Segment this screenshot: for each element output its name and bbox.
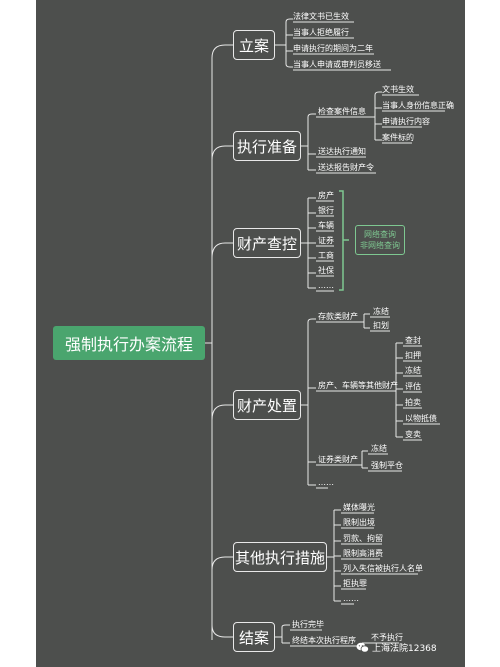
other-item: 限制高消费 — [343, 549, 383, 558]
prep-item: 送达报告财产令 — [318, 163, 374, 172]
dispose-securities-item: 强制平仓 — [371, 461, 403, 470]
lian-item: 法律文书已生效 — [293, 12, 349, 21]
other-item: 拒执罪 — [343, 579, 367, 588]
prep-check-item: 当事人身份信息正确 — [382, 101, 454, 110]
dispose-realty-item: 扣押 — [405, 351, 421, 360]
root-node: 强制执行办案流程 — [53, 326, 205, 360]
connector-lines — [205, 18, 445, 647]
branch-dispose: 财产处置 — [233, 390, 301, 420]
query-item: 社保 — [318, 266, 334, 275]
dispose-deposit-label: 存款类财产 — [318, 312, 358, 321]
mindmap-canvas: 强制执行办案流程 立案 执行准备 财产查控 财产处置 其他执行措施 结案 法律文… — [36, 0, 465, 667]
dispose-deposit-item: 扣划 — [373, 321, 389, 330]
other-item: 罚款、拘留 — [343, 534, 383, 543]
dispose-realty-item: 拍卖 — [405, 398, 421, 407]
watermark: 上海法院12368 — [356, 641, 437, 654]
branch-query: 财产查控 — [233, 228, 301, 258]
watermark-text: 上海法院12368 — [372, 644, 437, 654]
prep-check-item: 文书生效 — [382, 85, 414, 94]
other-item: 媒体曝光 — [343, 503, 375, 512]
prep-check-label: 检查案件信息 — [318, 107, 366, 116]
lian-item: 当事人拒绝履行 — [293, 28, 349, 37]
dispose-realty-item: 评估 — [405, 382, 421, 391]
prep-check-item: 申请执行内容 — [382, 117, 430, 126]
dispose-realty-item: 查封 — [405, 336, 421, 345]
query-item: 房产 — [318, 191, 334, 200]
prep-item: 送达执行通知 — [318, 147, 366, 156]
query-item: 证券 — [318, 236, 334, 245]
query-item: …… — [318, 281, 334, 290]
dispose-securities-item: 冻结 — [371, 444, 387, 453]
dispose-securities-label: 证券类财产 — [318, 455, 358, 464]
other-item: 列入失信被执行人名单 — [343, 564, 423, 573]
dispose-realty-label: 房产、车辆等其他财产 — [318, 381, 398, 390]
branch-prep: 执行准备 — [233, 131, 301, 161]
close-item: 终结本次执行程序 — [292, 636, 356, 645]
dispose-realty-item: 变卖 — [405, 430, 421, 439]
prep-check-item: 案件标的 — [382, 133, 414, 142]
query-item: 银行 — [318, 206, 334, 215]
dispose-deposit-item: 冻结 — [373, 307, 389, 316]
dispose-realty-item: 以物抵债 — [405, 414, 437, 423]
query-item: 车辆 — [318, 221, 334, 230]
dispose-realty-item: 冻结 — [405, 366, 421, 375]
query-method: 网络查询 — [364, 230, 396, 239]
lian-item: 申请执行的期间为二年 — [293, 44, 373, 53]
wechat-icon — [356, 642, 369, 653]
query-item: 工商 — [318, 251, 334, 260]
branch-close: 结案 — [233, 622, 275, 652]
lian-item: 当事人申请或审判员移送 — [293, 60, 381, 69]
dispose-more: …… — [318, 478, 334, 487]
close-item: 执行完毕 — [292, 620, 324, 629]
query-method-box: 网络查询 非网络查询 — [355, 225, 405, 255]
other-item: …… — [343, 594, 359, 603]
branch-other: 其他执行措施 — [233, 542, 327, 572]
close-item: 不予执行 — [371, 633, 403, 642]
query-method: 非网络查询 — [360, 241, 400, 250]
other-item: 限制出境 — [343, 518, 375, 527]
branch-lian: 立案 — [233, 30, 275, 60]
